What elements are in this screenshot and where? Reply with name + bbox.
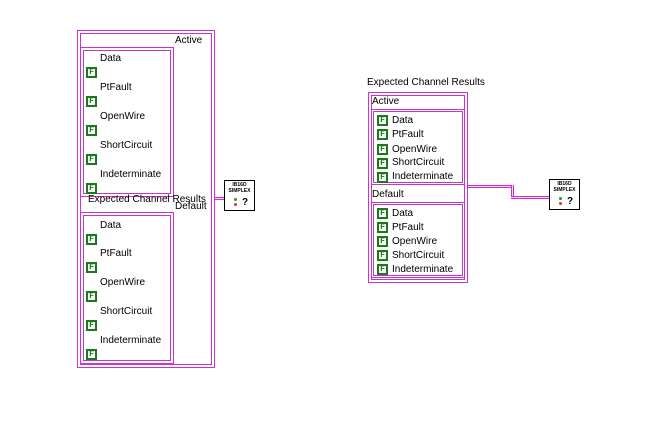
right-active-subcluster-inner <box>373 111 463 183</box>
left-bottom-subcluster-inner <box>83 215 171 361</box>
boolean-constant[interactable]: F <box>377 222 388 233</box>
false-dot-icon <box>234 203 237 206</box>
right-ib16d-simplex-subvi[interactable]: IB16D SIMPLEX ? <box>549 179 580 210</box>
boolean-constant[interactable]: F <box>86 96 97 107</box>
subvi-title-line2: SIMPLEX <box>228 188 251 194</box>
right-active-item-label: Data <box>392 115 414 126</box>
left-cluster-constant[interactable] <box>77 30 215 368</box>
boolean-constant[interactable]: F <box>86 349 97 360</box>
boolean-constant[interactable]: F <box>86 183 97 194</box>
boolean-constant[interactable]: F <box>86 291 97 302</box>
right-cluster-constant[interactable] <box>368 92 468 283</box>
boolean-constant[interactable]: F <box>377 144 388 155</box>
left-ib16d-simplex-subvi[interactable]: IB16D SIMPLEX ? <box>224 180 255 211</box>
boolean-constant[interactable]: F <box>377 115 388 126</box>
right-default-subcluster[interactable] <box>371 202 465 278</box>
left-top-item-label: Indeterminate <box>100 169 162 180</box>
boolean-constant[interactable]: F <box>86 125 97 136</box>
right-wire-segment[interactable] <box>511 196 550 199</box>
boolean-constant[interactable]: F <box>86 320 97 331</box>
right-cluster-label: Expected Channel Results <box>367 77 485 88</box>
true-dot-icon <box>559 197 562 200</box>
right-default-item-label: Data <box>392 208 414 219</box>
boolean-constant[interactable]: F <box>377 129 388 140</box>
left-default-label: Default <box>175 201 207 212</box>
right-default-item-label: PtFault <box>392 222 424 233</box>
true-dot-icon <box>234 198 237 201</box>
boolean-constant[interactable]: F <box>377 172 388 183</box>
question-icon: ? <box>567 196 574 207</box>
left-bottom-item-label: PtFault <box>100 248 132 259</box>
right-default-label: Default <box>372 189 404 200</box>
left-top-item-label: PtFault <box>100 82 132 93</box>
right-default-subcluster-inner <box>373 204 463 276</box>
right-active-label: Active <box>372 96 400 107</box>
question-icon: ? <box>242 197 249 208</box>
left-bottom-item-label: ShortCircuit <box>100 306 153 317</box>
boolean-constant[interactable]: F <box>377 236 388 247</box>
left-active-label: Active <box>175 35 203 46</box>
right-cluster-inner-frame <box>371 95 465 280</box>
left-cluster-label: Expected Channel Results <box>88 194 206 205</box>
left-bottom-subcluster[interactable] <box>80 212 174 364</box>
boolean-constant[interactable]: F <box>86 67 97 78</box>
left-top-item-label: ShortCircuit <box>100 140 153 151</box>
right-active-item-label: OpenWire <box>392 144 438 155</box>
right-wire-segment[interactable] <box>511 185 514 199</box>
left-cluster-inner-frame <box>80 33 212 365</box>
right-active-subcluster[interactable] <box>371 109 465 185</box>
boolean-constant[interactable]: F <box>86 262 97 273</box>
left-wire[interactable] <box>215 197 225 200</box>
left-top-subcluster-inner <box>83 50 171 194</box>
false-dot-icon <box>559 202 562 205</box>
boolean-constant[interactable]: F <box>86 234 97 245</box>
boolean-constant[interactable]: F <box>86 154 97 165</box>
right-default-item-label: OpenWire <box>392 236 438 247</box>
right-active-item-label: PtFault <box>392 129 424 140</box>
right-wire-segment[interactable] <box>468 185 514 188</box>
subvi-title-line1: IB16D <box>557 181 572 187</box>
boolean-constant[interactable]: F <box>377 264 388 275</box>
left-bottom-item-label: Indeterminate <box>100 335 162 346</box>
right-default-item-label: ShortCircuit <box>392 250 445 261</box>
right-active-item-label: Indeterminate <box>392 171 454 182</box>
subvi-title-line1: IB16D <box>232 182 247 188</box>
left-top-item-label: OpenWire <box>100 111 146 122</box>
subvi-title-line2: SIMPLEX <box>553 187 576 193</box>
left-top-item-label: Data <box>100 53 122 64</box>
boolean-constant[interactable]: F <box>377 158 388 169</box>
right-default-item-label: Indeterminate <box>392 264 454 275</box>
left-bottom-item-label: OpenWire <box>100 277 146 288</box>
left-top-subcluster[interactable] <box>80 47 174 197</box>
boolean-constant[interactable]: F <box>377 250 388 261</box>
right-active-item-label: ShortCircuit <box>392 157 445 168</box>
boolean-constant[interactable]: F <box>377 208 388 219</box>
left-bottom-item-label: Data <box>100 220 122 231</box>
